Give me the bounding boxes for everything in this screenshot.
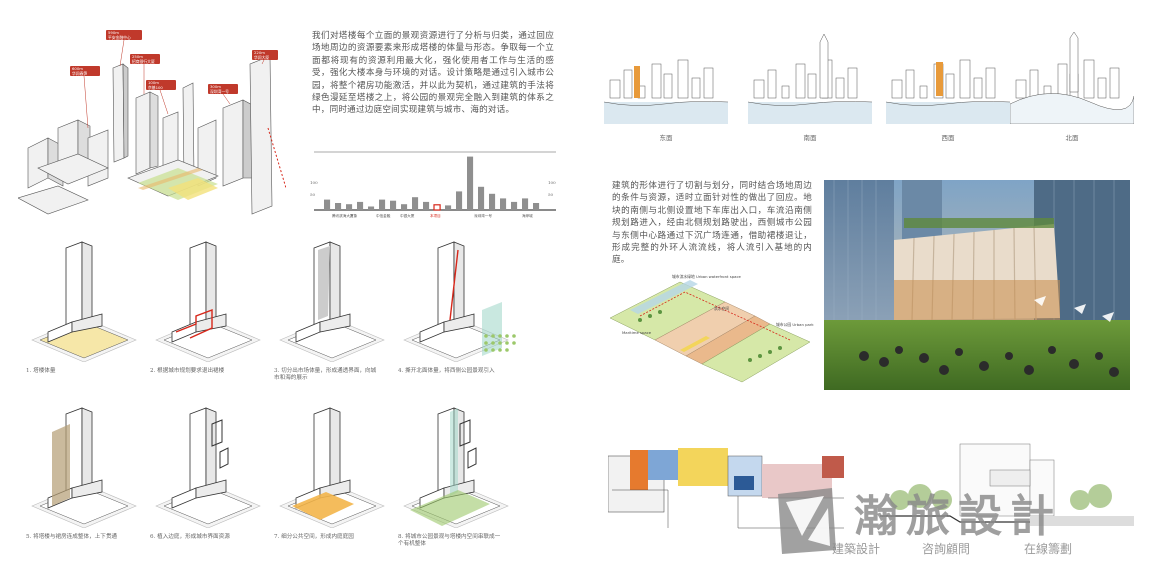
elevation-sketch: 北面 — [1010, 32, 1134, 142]
section-drawing — [880, 440, 1134, 530]
watermark-text: 瀚旅設計 — [854, 491, 1062, 542]
massing-diagram — [279, 407, 385, 528]
chart-bar — [335, 203, 342, 210]
chart-category-label: 中信金融 — [376, 213, 391, 218]
chart-bar — [357, 201, 364, 210]
chart-bar — [500, 198, 507, 210]
step-caption: 4. 撕开北面体量，将西侧公园景观引入 — [398, 368, 495, 374]
svg-text:平安金融中心: 平安金融中心 — [108, 35, 131, 40]
circ-label-top: 城市滨水绿地 Urban waterfront space — [672, 274, 742, 279]
chart-category-label: 深圳湾一号 — [474, 213, 492, 218]
svg-text:华润春笋: 华润春笋 — [72, 71, 87, 76]
floor-plan — [608, 436, 844, 530]
chart-bar — [511, 201, 518, 210]
elevation-label: 南面 — [803, 134, 817, 142]
chart-bar — [368, 206, 375, 210]
massing-step: 3. 切分出市场体量，形成通透界面，向城市和海的展示 — [274, 236, 392, 396]
massing-step: 2. 根据城市规划要求退出裙楼 — [150, 236, 268, 396]
massing-step: 7. 细分公共空间，形成内庭庭园 — [274, 402, 392, 562]
circ-label-right: 城市公园 Urban park — [776, 322, 814, 327]
chart-bar — [467, 156, 474, 210]
massing-diagram — [155, 407, 261, 528]
circ-label-left: Maritime space — [622, 330, 652, 335]
chart-category-label: 腾讯滨海大厦 — [332, 213, 354, 218]
massing-step: 8. 将城市公园景观与塔楼内空间串联成一个有机整体 — [398, 402, 516, 562]
render-photo — [824, 180, 1130, 390]
elevation-label: 东面 — [659, 134, 673, 142]
chart-bar — [346, 204, 353, 210]
elevation-sketch: 西面 — [886, 32, 1010, 142]
massing-diagram — [279, 241, 385, 362]
elevation-label: 北面 — [1065, 134, 1079, 142]
watermark-tag-1: 建築設計 — [832, 542, 881, 556]
watermark: 瀚旅設計 建築設計 咨詢顧問 在線籌劃 — [772, 484, 1112, 564]
watermark-logo-icon — [778, 488, 836, 554]
chart-bar — [324, 199, 331, 210]
massing-diagram — [31, 407, 137, 528]
chart-category-label: 中银大厦 — [400, 213, 415, 218]
svg-text:深圳湾一号: 深圳湾一号 — [210, 89, 229, 94]
chart-bar — [390, 200, 397, 210]
svg-text:250m: 250m — [132, 54, 143, 59]
chart-bar — [412, 197, 419, 210]
svg-text:590m: 590m — [108, 30, 119, 35]
massing-step: 1. 塔楼体量 — [26, 236, 144, 396]
massing-step: 5. 将塔楼与裙房连成整体，上下贯通 — [26, 402, 144, 562]
chart-category-label: 海岸城 — [522, 213, 533, 218]
watermark-tag-2: 咨詢顧問 — [922, 542, 971, 556]
chart-bar — [522, 198, 529, 210]
svg-text:220m: 220m — [254, 50, 265, 55]
design-paragraph: 建筑的形体进行了切割与划分，同时结合场地周边的条件与资源，适时立面针对性的做出了… — [612, 181, 812, 266]
chart-bar — [379, 199, 386, 210]
view-analysis-chart: 100 50 100 50 腾讯滨海大厦万象 中信金融 中银大厦 本项目 深圳湾一号 海岸… — [310, 148, 560, 220]
massing-diagram — [403, 407, 509, 528]
chart-category-label: 本项目 — [430, 213, 441, 218]
chart-bar — [478, 186, 485, 210]
chart-bar — [401, 204, 408, 210]
massing-diagram — [403, 241, 516, 362]
chart-bar — [533, 203, 540, 210]
massing-diagram — [31, 241, 137, 362]
chart-category-label: 万象 — [350, 213, 358, 218]
tick-right-100: 100 — [548, 180, 556, 185]
elevation-sketch: 南面 — [748, 32, 872, 142]
elevation-label: 西面 — [941, 134, 955, 142]
tick-left-100: 100 — [310, 180, 318, 185]
circulation-diagram: 城市滨水绿地 Urban waterfront space Maritime s… — [610, 270, 815, 390]
intro-paragraph: 我们对塔楼每个立面的景观资源进行了分析与归类，通过回应场地周边的资源要素来形成塔… — [312, 31, 554, 116]
svg-text:100m: 100m — [148, 80, 159, 85]
step-caption: 8. 将城市公园景观与塔楼内空间串联成一个有机整体 — [398, 534, 501, 547]
step-caption: 7. 细分公共空间，形成内庭庭园 — [274, 534, 354, 540]
chart-bar — [456, 191, 463, 210]
step-caption: 5. 将塔楼与裙房连成整体，上下贯通 — [26, 534, 118, 540]
svg-text:华润大厦: 华润大厦 — [254, 55, 269, 60]
chart-bar — [423, 201, 430, 210]
massing-diagram — [155, 241, 261, 362]
svg-text:京基100: 京基100 — [148, 85, 163, 90]
massing-step: 6. 植入边庭，形成城市界面资源 — [150, 402, 268, 562]
step-caption: 2. 根据城市规划要求退出裙楼 — [150, 368, 225, 374]
chart-bar — [489, 193, 496, 210]
step-caption: 6. 植入边庭，形成城市界面资源 — [150, 534, 230, 540]
elevation-sketch: 东面 — [604, 32, 728, 142]
watermark-tag-3: 在線籌劃 — [1024, 542, 1073, 556]
svg-text:600m: 600m — [72, 66, 83, 71]
chart-bar — [433, 204, 441, 211]
svg-text:招商银行大厦: 招商银行大厦 — [132, 59, 155, 64]
tick-left-50: 50 — [310, 192, 316, 197]
circ-label-mid: 滨水空间 — [714, 306, 729, 311]
step-caption: 1. 塔楼体量 — [26, 368, 56, 374]
massing-step: 4. 撕开北面体量，将西侧公园景观引入 — [398, 236, 516, 396]
chart-bar — [445, 205, 452, 210]
svg-text:300m: 300m — [210, 84, 221, 89]
step-caption: 3. 切分出市场体量，形成通透界面，向城市和海的展示 — [274, 368, 377, 381]
tick-right-50: 50 — [548, 192, 554, 197]
